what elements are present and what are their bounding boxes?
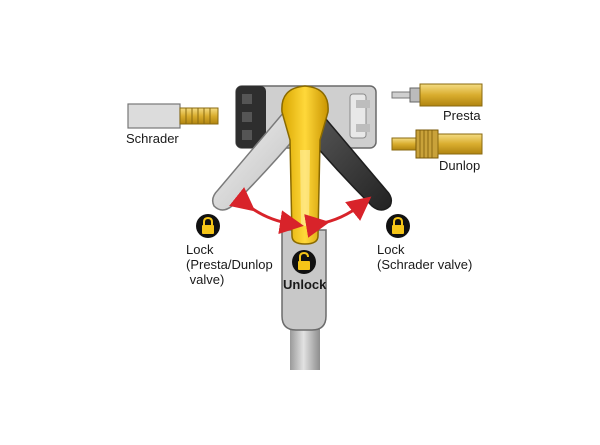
lock-schrader-label: Lock (Schrader valve) bbox=[377, 242, 473, 272]
lever-right-dark bbox=[303, 110, 393, 211]
lever-center-yellow bbox=[281, 85, 329, 245]
presta-label: Presta bbox=[443, 108, 481, 123]
pump-shaft bbox=[281, 229, 327, 370]
padlock-unlocked-icon bbox=[292, 250, 316, 274]
unlock-label: Unlock bbox=[283, 277, 327, 292]
arrow-left-swing bbox=[229, 187, 304, 235]
presta-valve bbox=[391, 83, 483, 107]
schrader-valve bbox=[127, 103, 219, 129]
arrow-right-swing bbox=[304, 196, 372, 238]
schrader-label: Schrader bbox=[126, 131, 179, 146]
dunlop-label: Dunlop bbox=[439, 158, 481, 173]
padlock-locked-icon bbox=[386, 214, 410, 238]
lever-left-light bbox=[211, 110, 301, 211]
padlock-locked-icon bbox=[196, 214, 220, 238]
dunlop-valve bbox=[391, 129, 483, 159]
lock-presta-dunlop-label: Lock (Presta/Dunlop valve) bbox=[186, 242, 273, 287]
